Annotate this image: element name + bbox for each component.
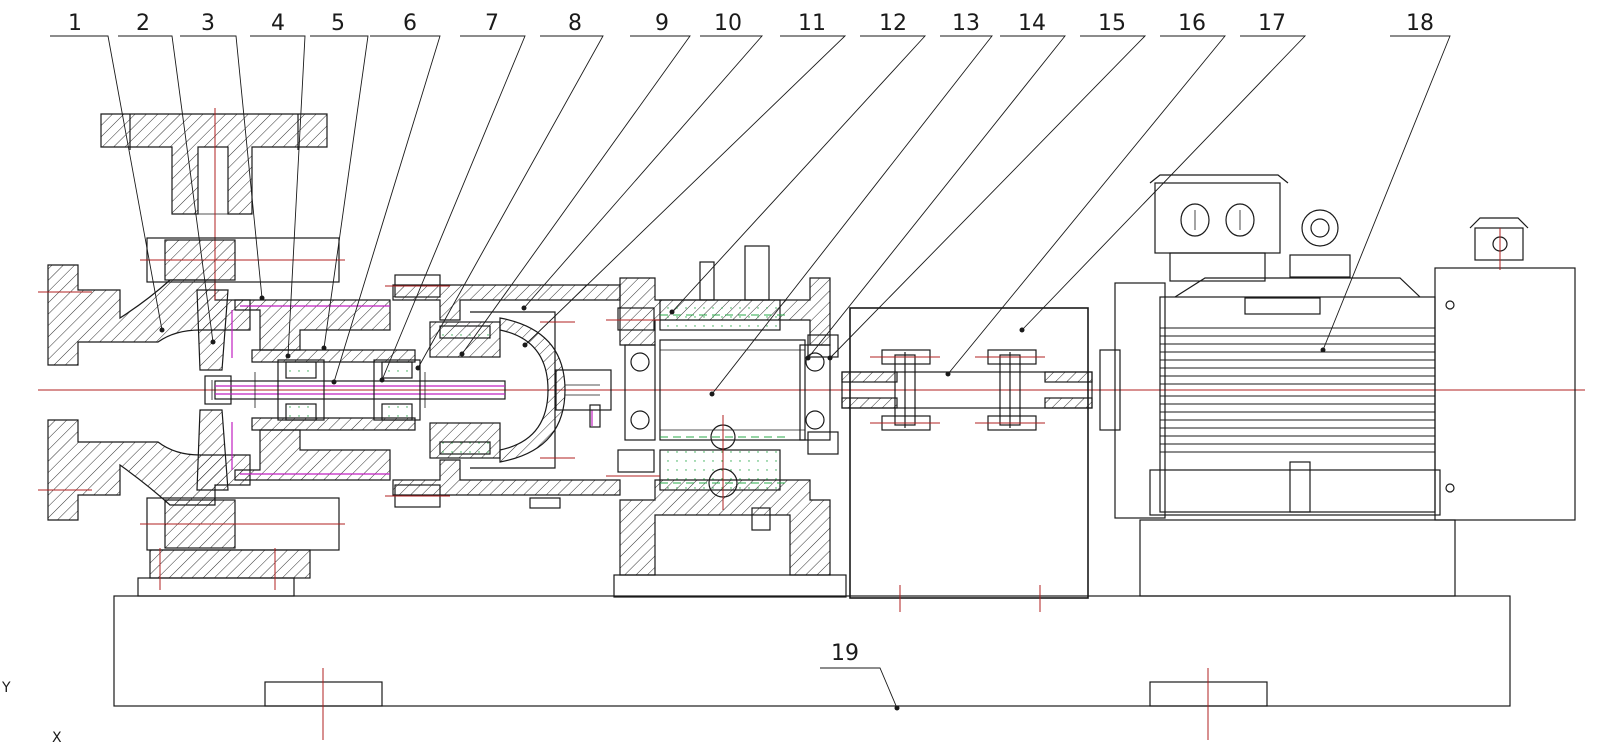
callout-18: 18 — [1406, 11, 1434, 36]
callout-2: 2 — [136, 11, 150, 36]
callout-19: 19 — [831, 641, 859, 666]
motor-cooling-fins — [1160, 327, 1435, 453]
callout-13: 13 — [952, 11, 980, 36]
callout-14: 14 — [1018, 11, 1046, 36]
callout-16: 16 — [1178, 11, 1206, 36]
callout-12: 12 — [879, 11, 907, 36]
callout-11: 11 — [798, 11, 826, 36]
drive-shaft — [555, 369, 612, 411]
callout-15: 15 — [1098, 11, 1126, 36]
callout-17: 17 — [1258, 11, 1286, 36]
electric-motor — [1099, 174, 1576, 597]
callout-8: 8 — [568, 11, 582, 36]
ucs-axis-indicator: Y X — [1, 680, 62, 744]
coupling-guard — [849, 307, 1089, 612]
ucs-x-label: X — [52, 730, 62, 744]
callout-9: 9 — [655, 11, 669, 36]
callout-10: 10 — [714, 11, 742, 36]
callout-3: 3 — [201, 11, 215, 36]
callout-leaders — [50, 35, 1451, 711]
pump-shaft — [214, 359, 506, 421]
callout-6: 6 — [403, 11, 417, 36]
callout-labels: 1 2 3 4 5 6 7 8 9 10 11 12 13 14 15 16 1… — [68, 11, 1434, 666]
callout-4: 4 — [271, 11, 285, 36]
ucs-y-label: Y — [1, 680, 11, 696]
base-plate — [113, 595, 1511, 740]
flexible-coupling — [841, 349, 1093, 431]
callout-5: 5 — [331, 11, 345, 36]
callout-1: 1 — [68, 11, 82, 36]
impeller — [196, 289, 232, 491]
outlet-flange — [100, 108, 328, 300]
ball-bearings — [624, 334, 839, 455]
callout-7: 7 — [485, 11, 499, 36]
bearing-housing — [606, 245, 847, 598]
pump-cover — [231, 299, 416, 481]
